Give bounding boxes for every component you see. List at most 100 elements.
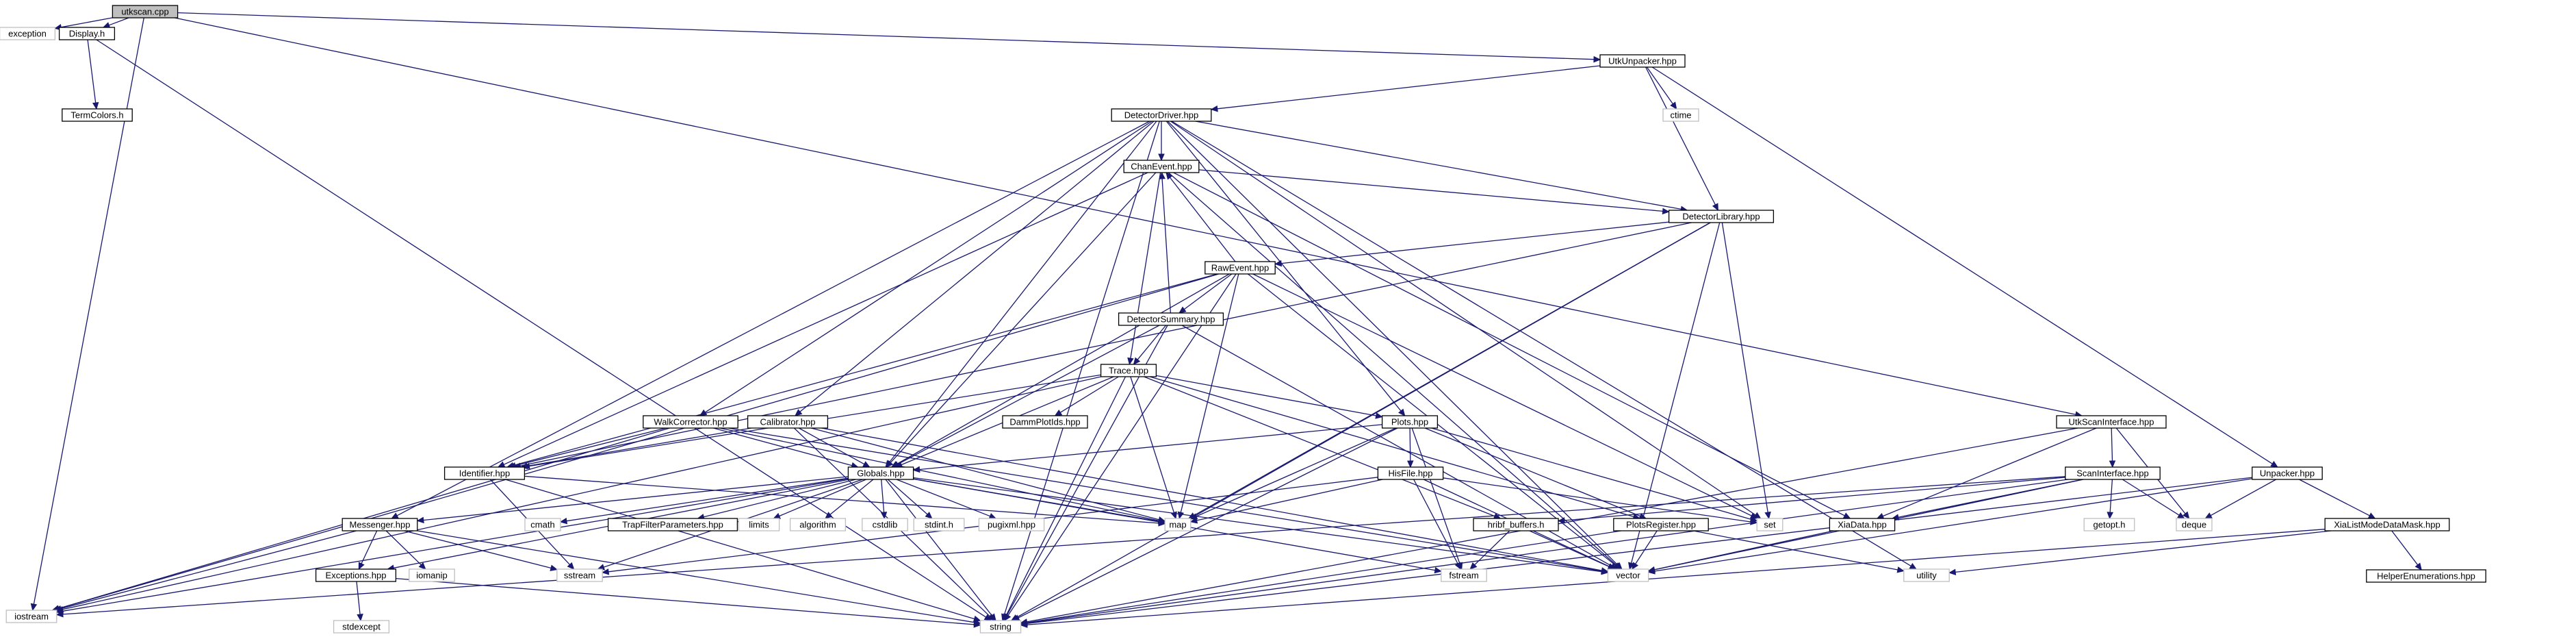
edge-line bbox=[2210, 479, 2277, 516]
node-calibrator[interactable]: Calibrator.hpp bbox=[747, 415, 829, 429]
node-histfile[interactable]: HisFile.hpp bbox=[1377, 466, 1444, 480]
node-box-pugixml bbox=[978, 518, 1045, 531]
edge-line bbox=[1252, 273, 1752, 516]
node-deque[interactable]: deque bbox=[2176, 518, 2213, 531]
edge-rawevent-to-iostream bbox=[52, 273, 1219, 612]
node-map[interactable]: map bbox=[1164, 518, 1192, 531]
node-fstream[interactable]: fstream bbox=[1441, 568, 1487, 582]
edge-xialistmode-to-string bbox=[1020, 529, 2326, 628]
node-cstdlib[interactable]: cstdlib bbox=[862, 518, 908, 531]
node-box-plotsregister bbox=[1613, 518, 1709, 531]
node-trace[interactable]: Trace.hpp bbox=[1100, 364, 1157, 377]
node-plotsregister[interactable]: PlotsRegister.hpp bbox=[1613, 518, 1709, 531]
edge-line bbox=[1630, 222, 1721, 564]
node-dammplotids[interactable]: DammPlotIds.hpp bbox=[1002, 415, 1088, 429]
node-globals[interactable]: Globals.hpp bbox=[847, 466, 914, 480]
node-box-iostream bbox=[5, 610, 57, 623]
node-label-unpacker: Unpacker.hpp bbox=[2260, 468, 2315, 479]
node-exceptions[interactable]: Exceptions.hpp bbox=[315, 568, 397, 582]
edge-arrowhead bbox=[1210, 105, 1218, 112]
node-helperenum[interactable]: HelperEnumerations.hpp bbox=[2366, 569, 2486, 583]
node-unpacker[interactable]: Unpacker.hpp bbox=[2252, 466, 2323, 480]
node-plots[interactable]: Plots.hpp bbox=[1381, 415, 1439, 429]
node-algorithm[interactable]: algorithm bbox=[789, 518, 847, 531]
edge-plots-to-map bbox=[1189, 427, 1396, 520]
edge-chanevent-to-trace bbox=[1127, 172, 1161, 366]
node-vector[interactable]: vector bbox=[1607, 568, 1649, 582]
node-label-identifier: Identifier.hpp bbox=[459, 468, 510, 479]
edge-display-to-string bbox=[96, 39, 992, 621]
edge-globals-to-trapfilter bbox=[697, 479, 856, 521]
node-stdexcept[interactable]: stdexcept bbox=[333, 620, 390, 634]
edge-arrowhead bbox=[1876, 513, 1885, 519]
edge-arrowhead bbox=[825, 512, 833, 519]
node-sstream[interactable]: sstream bbox=[556, 568, 603, 582]
node-utility[interactable]: utility bbox=[1903, 568, 1950, 582]
node-utkscan[interactable]: utkscan.cpp bbox=[112, 5, 179, 18]
edge-unpacker-to-string bbox=[1020, 477, 2252, 627]
node-detectordriver[interactable]: DetectorDriver.hpp bbox=[1111, 108, 1212, 122]
node-label-messenger: Messenger.hpp bbox=[350, 520, 411, 530]
node-chanevent[interactable]: ChanEvent.hpp bbox=[1123, 160, 1200, 173]
node-scaninterface[interactable]: ScanInterface.hpp bbox=[2065, 466, 2161, 480]
node-hribf[interactable]: hribf_buffers.h bbox=[1473, 518, 1559, 531]
node-getopt[interactable]: getopt.h bbox=[2083, 518, 2135, 531]
node-cmath[interactable]: cmath bbox=[524, 518, 561, 531]
edge-line bbox=[1027, 530, 1621, 623]
node-box-detectordriver bbox=[1111, 108, 1212, 122]
edge-line bbox=[719, 427, 1159, 521]
edge-line bbox=[1059, 376, 1119, 413]
node-label-vector: vector bbox=[1616, 571, 1640, 581]
node-xiadata[interactable]: XiaData.hpp bbox=[1829, 518, 1896, 531]
node-detectorlibrary[interactable]: DetectorLibrary.hpp bbox=[1668, 210, 1775, 223]
edge-arrowhead bbox=[358, 562, 365, 571]
node-box-xialistmode bbox=[2324, 518, 2450, 531]
node-label-hribf: hribf_buffers.h bbox=[1488, 520, 1545, 530]
edge-plots-to-fstream bbox=[1411, 427, 1463, 571]
node-walkcorrector[interactable]: WalkCorrector.hpp bbox=[643, 415, 738, 429]
node-detectorsummary[interactable]: DetectorSummary.hpp bbox=[1118, 312, 1224, 326]
node-pugixml[interactable]: pugixml.hpp bbox=[978, 518, 1045, 531]
node-box-identifier bbox=[443, 466, 526, 480]
node-box-set bbox=[1756, 518, 1783, 531]
edge-line bbox=[515, 427, 667, 466]
edge-xialistmode-to-helperenum bbox=[2391, 530, 2422, 571]
edge-line bbox=[1217, 65, 1601, 110]
node-label-getopt: getopt.h bbox=[2094, 520, 2126, 530]
node-utkunpacker[interactable]: UtkUnpacker.hpp bbox=[1599, 54, 1686, 68]
edge-detectorsummary-to-trace bbox=[1133, 325, 1167, 365]
edge-arrowhead bbox=[2414, 562, 2422, 571]
edge-arrowhead bbox=[550, 564, 558, 571]
node-ctime[interactable]: ctime bbox=[1662, 108, 1699, 122]
node-exception[interactable]: exception bbox=[0, 27, 56, 40]
node-termcolors[interactable]: TermColors.h bbox=[62, 108, 133, 122]
edge-unpacker-to-xialistmode bbox=[2299, 479, 2376, 519]
edge-line bbox=[61, 17, 113, 28]
node-trapfilter[interactable]: TrapFilterParameters.hpp bbox=[607, 518, 738, 531]
node-label-plotsregister: PlotsRegister.hpp bbox=[1626, 520, 1696, 530]
node-iomanip[interactable]: iomanip bbox=[409, 568, 455, 582]
node-string[interactable]: string bbox=[979, 620, 1022, 634]
node-label-exceptions: Exceptions.hpp bbox=[326, 571, 387, 581]
node-stdint[interactable]: stdint.h bbox=[913, 518, 965, 531]
node-identifier[interactable]: Identifier.hpp bbox=[443, 466, 526, 480]
node-iostream[interactable]: iostream bbox=[5, 610, 57, 623]
node-xialistmode[interactable]: XiaListModeDataMask.hpp bbox=[2324, 518, 2450, 531]
node-messenger[interactable]: Messenger.hpp bbox=[342, 518, 418, 531]
node-utkscaninterface[interactable]: UtkScanInterface.hpp bbox=[2056, 415, 2167, 429]
node-label-map: map bbox=[1169, 520, 1186, 530]
edge-arrowhead bbox=[55, 611, 64, 618]
edge-line bbox=[1651, 66, 2273, 464]
edge-line bbox=[1144, 376, 1495, 517]
edge-hribf-to-fstream bbox=[1469, 530, 1510, 570]
edge-utkscaninterface-to-xiadata bbox=[1876, 427, 2097, 519]
edge-line bbox=[1027, 477, 2252, 625]
node-display[interactable]: Display.h bbox=[58, 27, 116, 40]
node-set[interactable]: set bbox=[1756, 518, 1783, 531]
edge-line bbox=[505, 479, 975, 620]
node-label-chanevent: ChanEvent.hpp bbox=[1131, 162, 1192, 172]
node-rawevent[interactable]: RawEvent.hpp bbox=[1205, 261, 1276, 275]
node-label-detectorlibrary: DetectorLibrary.hpp bbox=[1682, 212, 1760, 222]
node-limits[interactable]: limits bbox=[738, 518, 780, 531]
node-label-algorithm: algorithm bbox=[799, 520, 836, 530]
